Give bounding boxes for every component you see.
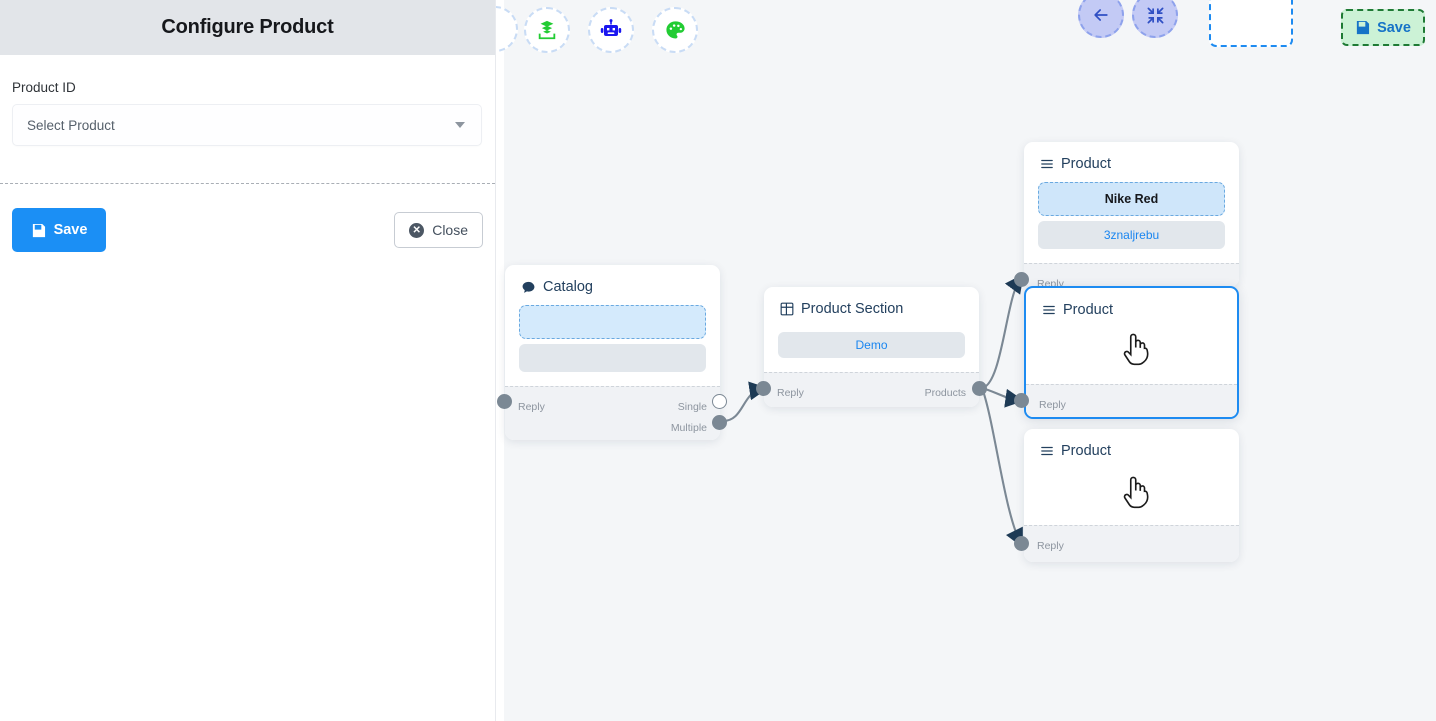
save-disk-icon <box>32 223 45 237</box>
node-product-1[interactable]: Product Nike Red 3znaljrebu Reply <box>1024 142 1239 287</box>
product-3-port-reply-dot[interactable] <box>1014 536 1029 551</box>
canvas-save-label: Save <box>1377 19 1411 36</box>
node-catalog-body <box>505 305 720 386</box>
product-1-item-highlight[interactable]: Nike Red <box>1038 182 1225 216</box>
node-product-2[interactable]: Product Reply <box>1024 286 1239 419</box>
ps-port-reply-label: Reply <box>777 386 804 399</box>
product-3-port-reply-label: Reply <box>1037 539 1064 552</box>
save-button-label: Save <box>53 222 88 238</box>
product-id-label: Product ID <box>12 80 76 95</box>
catalog-port-reply-label: Reply <box>518 401 545 413</box>
node-product-1-body: Nike Red 3znaljrebu <box>1024 182 1239 263</box>
product-1-port-reply-label: Reply <box>1037 277 1064 288</box>
save-disk-icon <box>1356 20 1370 35</box>
product-select[interactable]: Select Product <box>12 104 482 146</box>
node-product-1-title: Product <box>1061 156 1111 172</box>
panel-body: Product ID Select Product <box>0 55 495 146</box>
node-product-2-body <box>1026 328 1237 384</box>
toolbar-button-bot[interactable] <box>588 7 634 53</box>
close-button[interactable]: ✕ Close <box>394 212 483 248</box>
node-product-3-title: Product <box>1061 443 1111 459</box>
palette-icon <box>665 20 685 38</box>
product-section-item-demo[interactable]: Demo <box>778 332 965 358</box>
node-product-section-title: Product Section <box>801 301 904 317</box>
panel-header: Configure Product <box>0 0 495 55</box>
node-catalog-title: Catalog <box>543 279 593 295</box>
node-product-section-ports: Reply Products <box>764 372 979 407</box>
node-catalog[interactable]: Catalog Reply Single Multiple <box>505 265 720 440</box>
product-2-port-reply-dot[interactable] <box>1014 393 1029 408</box>
grid-table-icon <box>780 302 794 316</box>
node-product-2-header: Product <box>1026 288 1237 328</box>
product-2-port-reply-label: Reply <box>1039 398 1066 411</box>
panel-divider <box>0 183 495 184</box>
node-catalog-ports: Reply Single Multiple <box>505 386 720 440</box>
catalog-port-multiple-dot[interactable] <box>712 415 727 430</box>
catalog-port-multiple-label: Multiple <box>670 422 707 434</box>
node-product-section[interactable]: Product Section Demo Reply Products <box>764 287 979 407</box>
toolbar-button-partial[interactable] <box>496 6 518 52</box>
ps-port-products-dot[interactable] <box>972 381 987 396</box>
node-product-1-header: Product <box>1024 142 1239 182</box>
chat-bubble-icon <box>522 281 535 293</box>
configure-product-panel: Configure Product Product ID Select Prod… <box>0 0 496 721</box>
chevron-down-icon <box>455 122 465 128</box>
toolbar-placeholder[interactable] <box>1209 0 1293 47</box>
node-product-3-body <box>1024 469 1239 525</box>
panel-actions: Save ✕ Close <box>0 200 495 260</box>
catalog-port-row-multiple: Multiple <box>518 418 707 439</box>
robot-icon <box>600 19 622 36</box>
canvas-save-button[interactable]: Save <box>1341 9 1425 46</box>
catalog-port-single-dot[interactable] <box>712 394 727 409</box>
node-product-3-header: Product <box>1024 429 1239 469</box>
node-product-3-ports: Reply <box>1024 525 1239 562</box>
list-lines-icon <box>1041 159 1053 169</box>
list-lines-icon <box>1043 305 1055 315</box>
node-catalog-header: Catalog <box>505 265 720 305</box>
link-products-to-product-1 <box>981 273 1024 390</box>
save-button[interactable]: Save <box>12 208 106 252</box>
link-products-to-product-3 <box>981 387 1023 548</box>
layers-stack-icon <box>538 20 556 40</box>
catalog-port-reply-dot[interactable] <box>497 394 512 409</box>
catalog-port-single-label: Single <box>677 401 707 413</box>
node-product-3[interactable]: Product Reply <box>1024 429 1239 562</box>
fit-screen-icon <box>1147 7 1163 23</box>
close-circle-icon: ✕ <box>409 222 425 238</box>
node-product-section-body: Demo <box>764 332 979 372</box>
ps-port-reply-dot[interactable] <box>756 381 771 396</box>
catalog-item-secondary[interactable] <box>519 344 706 372</box>
toolbar-button-back[interactable] <box>1078 0 1124 38</box>
link-products-to-product-2 <box>981 386 1025 408</box>
ps-port-products-label: Products <box>924 386 966 399</box>
canvas-left-strip <box>496 0 504 721</box>
product-select-value: Select Product <box>27 117 115 133</box>
node-product-section-header: Product Section <box>764 287 979 327</box>
toolbar-button-layers[interactable] <box>524 7 570 53</box>
flow-canvas[interactable]: Save Catalog <box>496 0 1436 721</box>
catalog-item-highlight[interactable] <box>519 305 706 339</box>
toolbar-button-fit-screen[interactable] <box>1132 0 1178 38</box>
product-1-port-reply-dot[interactable] <box>1014 272 1029 287</box>
catalog-port-row-single: Reply Single <box>518 397 707 418</box>
node-product-2-title: Product <box>1063 302 1113 318</box>
toolbar-button-palette[interactable] <box>652 7 698 53</box>
link-catalog-to-product-section <box>722 381 769 423</box>
page-title: Configure Product <box>161 16 334 38</box>
node-product-1-ports: Reply <box>1024 263 1239 287</box>
close-button-label: Close <box>432 222 468 238</box>
arrow-left-icon <box>1094 9 1108 21</box>
node-product-2-ports: Reply <box>1026 384 1237 417</box>
list-lines-icon <box>1041 446 1053 456</box>
product-1-item-secondary[interactable]: 3znaljrebu <box>1038 221 1225 249</box>
